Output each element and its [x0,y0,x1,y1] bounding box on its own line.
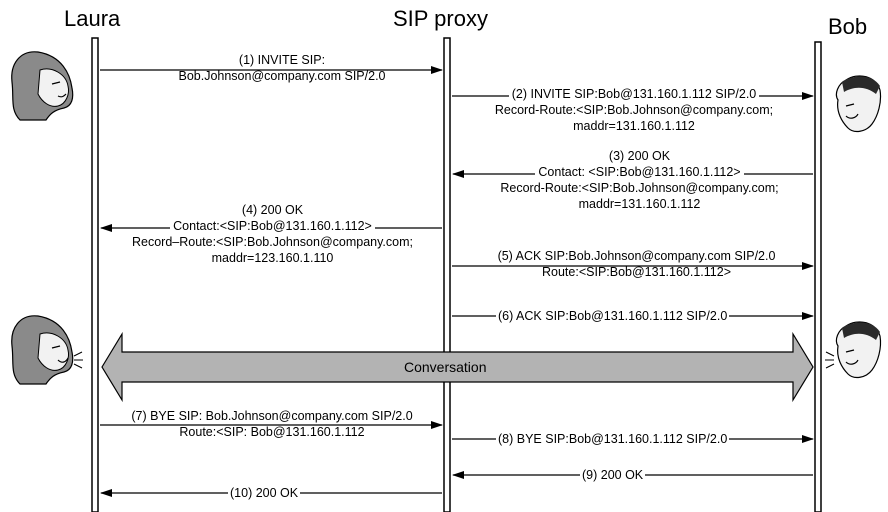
message-7-label: (7) BYE SIP: Bob.Johnson@company.com SIP… [120,408,424,440]
message-4-line-3: Record–Route:<SIP:Bob.Johnson@company.co… [131,235,413,249]
message-9-label: (9) 200 OK [580,467,646,483]
message-1-line-1: (1) INVITE SIP: [235,52,329,68]
message-5-line-2: Route:<SIP:Bob@131.160.1.112> [542,265,731,279]
message-3-line-2: Contact: <SIP:Bob@131.160.1.112> [535,164,744,180]
lifeline-proxy [443,37,451,512]
laura-face-icon [11,51,74,121]
lifeline-laura [91,37,99,512]
message-2-label: (2) INVITE SIP:Bob@131.160.1.112 SIP/2.0… [462,86,806,134]
message-4-line-2: Contact:<SIP:Bob@131.160.1.112> [170,218,375,234]
bob-talking-face-icon [825,321,882,379]
message-1-line-2: Bob.Johnson@company.com SIP/2.0 [178,69,386,83]
message-3-line-4: maddr=131.160.1.112 [578,197,701,211]
message-3-line-3: Record-Route:<SIP:Bob.Johnson@company.co… [500,181,779,195]
message-7-line-1: (7) BYE SIP: Bob.Johnson@company.com SIP… [128,408,416,424]
conversation-label: Conversation [404,359,487,375]
conversation-arrow [101,331,814,403]
message-6-label: (6) ACK SIP:Bob@131.160.1.112 SIP/2.0 [496,308,730,324]
bob-face-icon [835,75,882,133]
message-3-line-1: (3) 200 OK [608,149,671,163]
message-2-line-2: Record-Route:<SIP:Bob.Johnson@company.co… [494,103,774,117]
message-1-label: (1) INVITE SIP: Bob.Johnson@company.com … [150,52,414,84]
message-8-label: (8) BYE SIP:Bob@131.160.1.112 SIP/2.0 [496,431,730,447]
message-10-label: (10) 200 OK [228,485,301,501]
message-3-label: (3) 200 OK Contact: <SIP:Bob@131.160.1.1… [465,148,814,212]
actor-bob: Bob [828,14,868,39]
laura-talking-face-icon [11,315,83,385]
message-4-label: (4) 200 OK Contact:<SIP:Bob@131.160.1.11… [108,202,437,266]
actor-sip-proxy: SIP proxy [393,6,488,31]
message-5-label: (5) ACK SIP:Bob.Johnson@company.com SIP/… [462,248,811,280]
message-7-line-2: Route:<SIP: Bob@131.160.1.112 [179,425,365,439]
lifeline-bob [814,41,822,512]
message-2-line-3: maddr=131.160.1.112 [573,119,695,133]
message-2-line-1: (2) INVITE SIP:Bob@131.160.1.112 SIP/2.0 [508,86,760,102]
message-5-line-1: (5) ACK SIP:Bob.Johnson@company.com SIP/… [494,248,779,264]
actor-laura: Laura [64,6,121,31]
message-4-line-1: (4) 200 OK [241,203,304,217]
message-4-line-4: maddr=123.160.1.110 [211,251,334,265]
